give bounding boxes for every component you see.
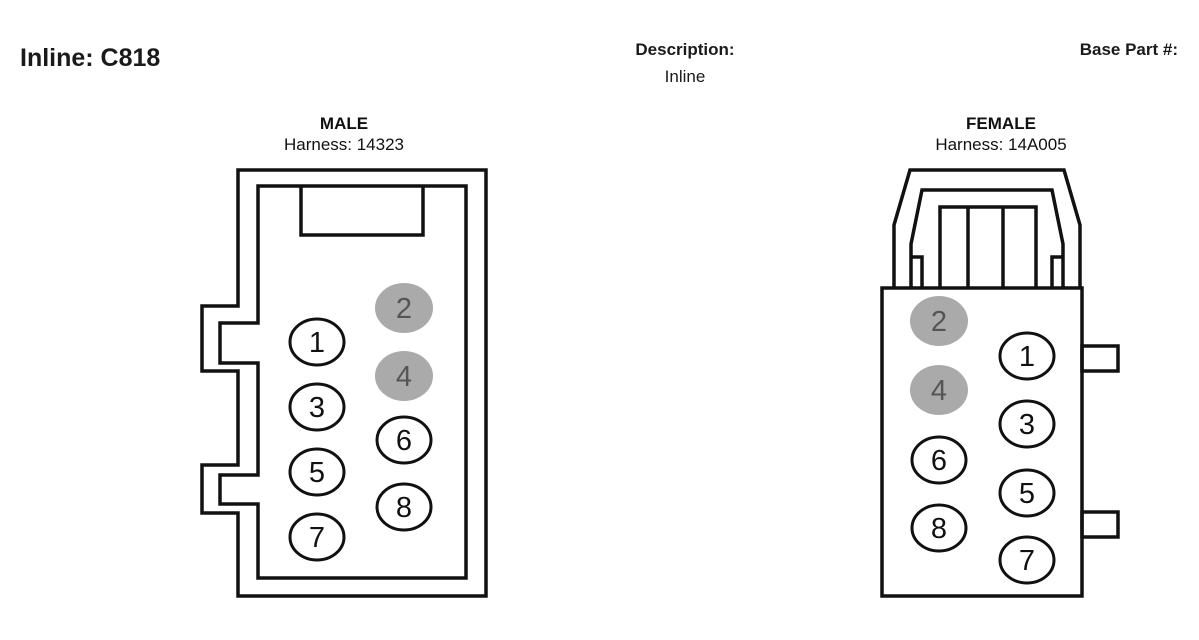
male-pin-7-cavity bbox=[288, 512, 346, 562]
female-pin-7: 7 bbox=[998, 535, 1056, 585]
male-pin-3: 3 bbox=[288, 382, 346, 432]
male-pin-2-cavity bbox=[375, 283, 433, 333]
male-housing-inner bbox=[218, 184, 468, 580]
male-pin-7-label: 7 bbox=[309, 522, 325, 554]
female-pin-8-label: 8 bbox=[931, 513, 947, 545]
female-pin-2-label: 2 bbox=[931, 306, 947, 338]
male-pin-6: 6 bbox=[375, 415, 433, 465]
female-title: FEMALE bbox=[966, 114, 1036, 133]
female-latch-ribs bbox=[966, 207, 1005, 288]
female-pin-5-label: 5 bbox=[1019, 478, 1035, 510]
male-title: MALE bbox=[320, 114, 368, 133]
female-pin-1: 1 bbox=[998, 331, 1056, 381]
female-pin-8: 8 bbox=[910, 503, 968, 553]
female-pin-8-cavity bbox=[910, 503, 968, 553]
female-pin-4-label: 4 bbox=[931, 375, 947, 407]
female-pin-1-label: 1 bbox=[1019, 341, 1035, 373]
female-pin-6-cavity bbox=[910, 435, 968, 485]
male-pin-5: 5 bbox=[288, 447, 346, 497]
female-harness: Harness: 14A005 bbox=[935, 135, 1066, 154]
male-pin-4-cavity bbox=[375, 351, 433, 401]
male-pin-1-label: 1 bbox=[309, 327, 325, 359]
male-pin-4-label: 4 bbox=[396, 361, 412, 393]
male-pin-1: 1 bbox=[288, 317, 346, 367]
female-pin-3: 3 bbox=[998, 399, 1056, 449]
male-pin-7: 7 bbox=[288, 512, 346, 562]
female-pin-6: 6 bbox=[910, 435, 968, 485]
female-housing bbox=[880, 286, 1084, 598]
female-side-tab-upper bbox=[1080, 344, 1120, 373]
male-pin-6-label: 6 bbox=[396, 425, 412, 457]
female-latch-outer bbox=[892, 168, 1082, 288]
male-pin-5-cavity bbox=[288, 447, 346, 497]
female-latch-bar bbox=[938, 205, 1038, 288]
female-latch-posts bbox=[911, 255, 1063, 288]
female-pin-7-label: 7 bbox=[1019, 545, 1035, 577]
male-pin-8-cavity bbox=[375, 482, 433, 532]
female-side-tab-lower bbox=[1080, 510, 1120, 539]
female-pin-2: 2 bbox=[910, 296, 968, 346]
female-connector: FEMALE Harness: 14A005 1 2 3 4 5 6 7 8 bbox=[880, 114, 1120, 598]
male-pin-8: 8 bbox=[375, 482, 433, 532]
male-harness: Harness: 14323 bbox=[284, 135, 404, 154]
female-latch-inner bbox=[909, 188, 1065, 288]
female-pin-5-cavity bbox=[998, 468, 1056, 518]
male-latch bbox=[299, 186, 425, 237]
description-label: Description: bbox=[635, 40, 735, 59]
female-pin-4-cavity bbox=[910, 365, 968, 415]
female-pin-6-label: 6 bbox=[931, 445, 947, 477]
male-housing-outer bbox=[200, 168, 488, 598]
description-value: Inline bbox=[664, 67, 706, 86]
male-pin-3-cavity bbox=[288, 382, 346, 432]
female-pin-3-label: 3 bbox=[1019, 409, 1035, 441]
connector-title: Inline: C818 bbox=[20, 44, 161, 72]
male-pin-4: 4 bbox=[375, 351, 433, 401]
female-pin-3-cavity bbox=[998, 399, 1056, 449]
male-pin-2: 2 bbox=[375, 283, 433, 333]
male-pin-2-label: 2 bbox=[396, 293, 412, 325]
male-connector: MALE Harness: 14323 1 2 3 4 5 6 7 8 bbox=[200, 114, 488, 598]
male-pin-5-label: 5 bbox=[309, 457, 325, 489]
male-pin-8-label: 8 bbox=[396, 492, 412, 524]
description-block: Description: Inline bbox=[600, 40, 770, 87]
female-pin-5: 5 bbox=[998, 468, 1056, 518]
female-pin-7-cavity bbox=[998, 535, 1056, 585]
female-pin-2-cavity bbox=[910, 296, 968, 346]
female-pin-1-cavity bbox=[998, 331, 1056, 381]
male-pin-6-cavity bbox=[375, 415, 433, 465]
male-pin-1-cavity bbox=[288, 317, 346, 367]
base-part-label: Base Part #: bbox=[1079, 40, 1178, 59]
male-pin-3-label: 3 bbox=[309, 392, 325, 424]
female-pin-4: 4 bbox=[910, 365, 968, 415]
